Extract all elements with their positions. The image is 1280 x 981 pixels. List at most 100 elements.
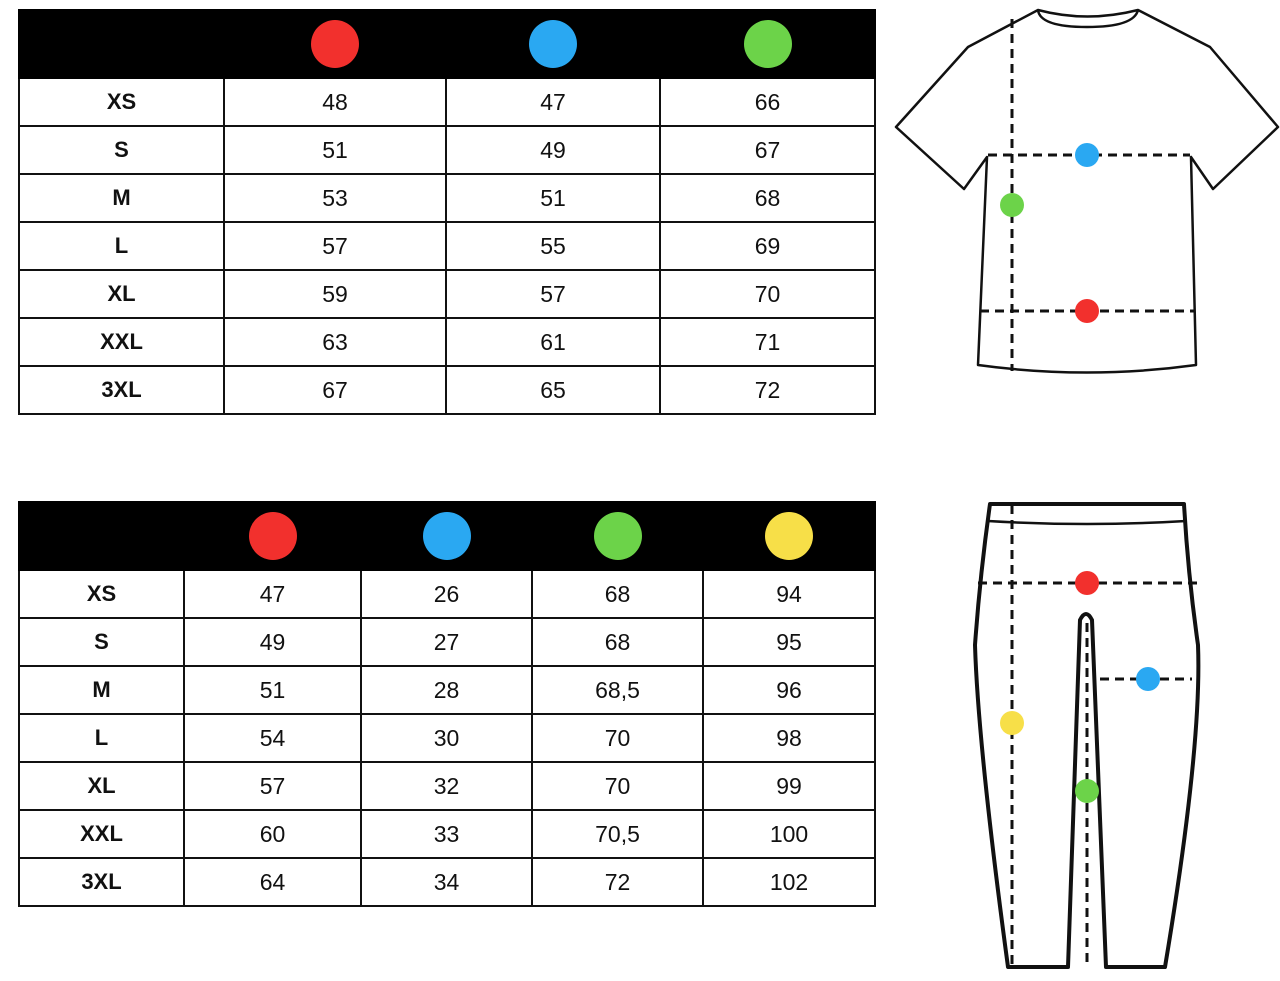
size-label: XS (18, 569, 185, 619)
tshirt-diagram (894, 8, 1280, 374)
table-cell: 59 (223, 269, 447, 319)
size-label: XXL (18, 809, 185, 859)
table-cell: 51 (445, 173, 661, 223)
yellow-marker-icon (1000, 711, 1024, 735)
table-cell: 71 (659, 317, 876, 367)
table-cell: 30 (360, 713, 533, 763)
table-cell: 53 (223, 173, 447, 223)
size-label: 3XL (18, 857, 185, 907)
green-marker-icon (1075, 779, 1099, 803)
table-cell: 72 (659, 365, 876, 415)
table-cell: 68,5 (531, 665, 704, 715)
table-cell: 47 (183, 569, 362, 619)
green-dot-icon (743, 20, 792, 68)
size-label: XXL (18, 317, 225, 367)
table-cell: 96 (702, 665, 876, 715)
table-row: XS 48 47 66 (18, 77, 876, 127)
table-cell: 55 (445, 221, 661, 271)
red-dot-icon (248, 512, 297, 560)
table-cell: 98 (702, 713, 876, 763)
table-cell: 102 (702, 857, 876, 907)
size-label: M (18, 173, 225, 223)
yellow-dot-icon (765, 512, 813, 560)
table-cell: 33 (360, 809, 533, 859)
size-label: XL (18, 761, 185, 811)
table-row: M 53 51 68 (18, 173, 876, 223)
table-cell: 54 (183, 713, 362, 763)
table-cell: 61 (445, 317, 661, 367)
size-label: XL (18, 269, 225, 319)
table-cell: 70 (531, 761, 704, 811)
table-cell: 57 (445, 269, 661, 319)
pants-size-table: XS 47 26 68 94 S 49 27 68 95 M 51 28 68,… (18, 501, 876, 907)
table-cell: 60 (183, 809, 362, 859)
red-marker-icon (1075, 299, 1099, 323)
table-cell: 95 (702, 617, 876, 667)
table-cell: 100 (702, 809, 876, 859)
size-label: L (18, 713, 185, 763)
table-row: XL 57 32 70 99 (18, 761, 876, 811)
table-cell: 99 (702, 761, 876, 811)
size-label: S (18, 617, 185, 667)
blue-dot-icon (422, 512, 471, 560)
table-row: 3XL 67 65 72 (18, 365, 876, 415)
table-cell: 57 (183, 761, 362, 811)
table-cell: 68 (659, 173, 876, 223)
table-cell: 34 (360, 857, 533, 907)
table-cell: 28 (360, 665, 533, 715)
header-empty-cell (18, 501, 185, 571)
table-cell: 57 (223, 221, 447, 271)
table-cell: 51 (223, 125, 447, 175)
table-row: M 51 28 68,5 96 (18, 665, 876, 715)
table-cell: 70 (531, 713, 704, 763)
tshirt-outline (894, 8, 1280, 374)
blue-dot-icon (529, 20, 577, 68)
table-row: S 49 27 68 95 (18, 617, 876, 667)
table-row: XS 47 26 68 94 (18, 569, 876, 619)
green-dot-icon (593, 512, 642, 560)
table-cell: 47 (445, 77, 661, 127)
header-empty-cell (18, 9, 225, 79)
pants-diagram (973, 502, 1201, 969)
red-marker-icon (1075, 571, 1099, 595)
table-row: XXL 60 33 70,5 100 (18, 809, 876, 859)
table-cell: 26 (360, 569, 533, 619)
table-cell: 70 (659, 269, 876, 319)
table-row: L 54 30 70 98 (18, 713, 876, 763)
size-label: S (18, 125, 225, 175)
table-cell: 70,5 (531, 809, 704, 859)
size-label: XS (18, 77, 225, 127)
green-marker-icon (1000, 193, 1024, 217)
table-row: S 51 49 67 (18, 125, 876, 175)
table-cell: 66 (659, 77, 876, 127)
table-cell: 63 (223, 317, 447, 367)
red-dot-icon (311, 20, 359, 68)
pants-table-header (18, 501, 876, 571)
tshirt-size-table: XS 48 47 66 S 51 49 67 M 53 51 68 L 57 5… (18, 9, 876, 415)
table-cell: 64 (183, 857, 362, 907)
table-cell: 69 (659, 221, 876, 271)
table-row: XL 59 57 70 (18, 269, 876, 319)
pants-outline (973, 502, 1201, 969)
table-row: XXL 63 61 71 (18, 317, 876, 367)
table-cell: 67 (223, 365, 447, 415)
tshirt-table-header (18, 9, 876, 79)
table-row: L 57 55 69 (18, 221, 876, 271)
table-cell: 27 (360, 617, 533, 667)
table-cell: 94 (702, 569, 876, 619)
size-label: M (18, 665, 185, 715)
table-cell: 65 (445, 365, 661, 415)
table-row: 3XL 64 34 72 102 (18, 857, 876, 907)
table-cell: 68 (531, 569, 704, 619)
table-cell: 49 (445, 125, 661, 175)
size-label: 3XL (18, 365, 225, 415)
table-cell: 49 (183, 617, 362, 667)
tshirt-collar (1036, 9, 1140, 29)
blue-marker-icon (1075, 143, 1099, 167)
blue-marker-icon (1136, 667, 1160, 691)
table-cell: 72 (531, 857, 704, 907)
table-cell: 68 (531, 617, 704, 667)
table-cell: 32 (360, 761, 533, 811)
table-cell: 67 (659, 125, 876, 175)
table-cell: 51 (183, 665, 362, 715)
